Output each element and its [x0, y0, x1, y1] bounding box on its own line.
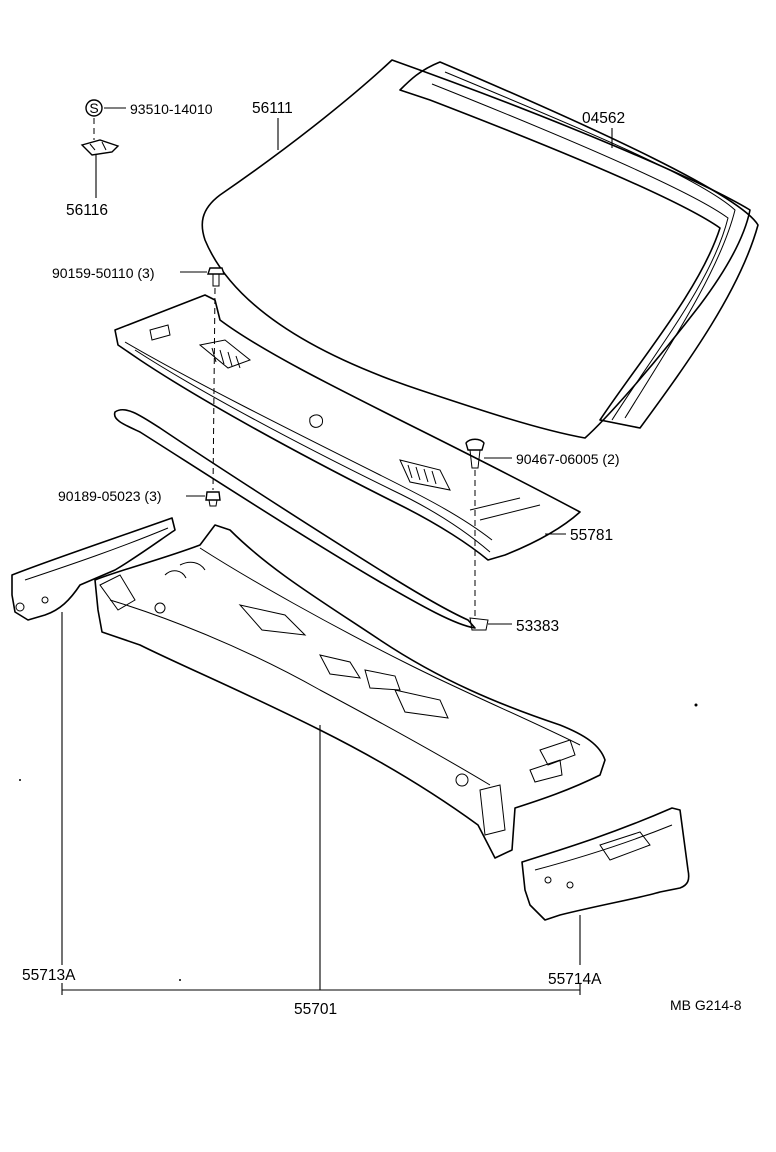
align-line-left [212, 287, 216, 491]
windshield-glass [201, 59, 751, 439]
diagram-reference: MB G214-8 [670, 997, 742, 1013]
clip-56116 [80, 139, 120, 156]
label-90159: 90159-50110 (3) [52, 265, 154, 281]
label-93510: 93510-14010 [130, 101, 213, 117]
cowl-panel [94, 524, 606, 859]
nut-90189 [205, 491, 221, 507]
label-90189: 90189-05023 (3) [58, 488, 162, 504]
clip-90467 [465, 438, 485, 469]
s-marker: S [85, 99, 103, 117]
screw-90159 [207, 267, 225, 287]
cowl-seal [113, 408, 489, 631]
label-56111: 56111 [252, 100, 293, 117]
s-marker-text: S [89, 100, 98, 116]
windshield-moulding [399, 61, 759, 429]
label-90467: 90467-06005 (2) [516, 451, 620, 467]
label-55781: 55781 [570, 527, 613, 544]
side-bracket-lh [11, 517, 176, 621]
label-55714A: 55714A [548, 971, 602, 988]
label-55713A: 55713A [22, 967, 76, 984]
side-bracket-rh [521, 807, 690, 921]
label-56116: 56116 [66, 202, 108, 219]
label-04562: 04562 [582, 110, 625, 127]
label-53383: 53383 [516, 618, 559, 635]
cowl-louver [114, 294, 581, 561]
label-55701: 55701 [294, 1001, 337, 1018]
